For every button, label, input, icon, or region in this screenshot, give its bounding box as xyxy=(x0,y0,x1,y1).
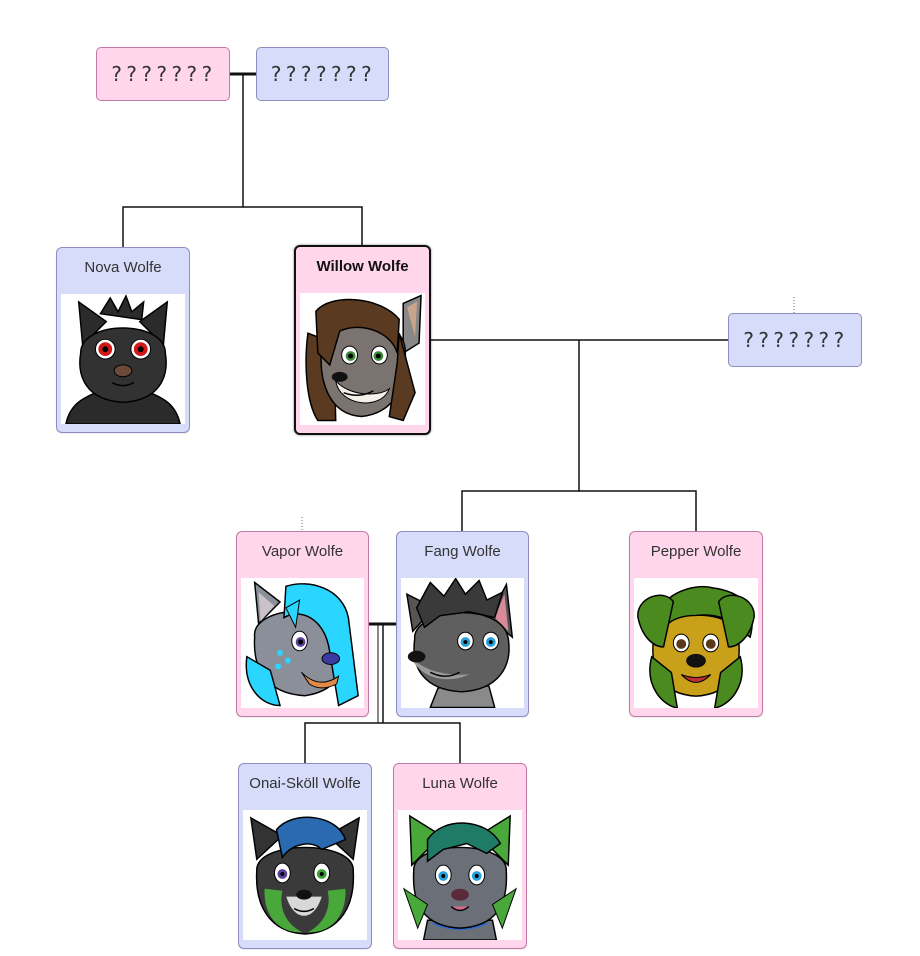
person-name: Vapor Wolfe xyxy=(261,543,344,560)
unknown-name: ??????? xyxy=(110,62,216,86)
person-name: Luna Wolfe xyxy=(422,775,498,792)
unknown-name: ??????? xyxy=(742,328,848,352)
person-name: Fang Wolfe xyxy=(424,543,501,560)
blue-haired-wolf-portrait xyxy=(243,810,367,940)
person-name: Pepper Wolfe xyxy=(650,543,742,560)
cyan-haired-wolf-portrait xyxy=(241,578,364,708)
child-line-onai-luna xyxy=(304,722,461,763)
person-name: Willow Wolfe xyxy=(316,258,409,275)
person-card-pepper[interactable]: Pepper Wolfe xyxy=(629,531,763,717)
person-card-onai-skoll[interactable]: Onai-Sköll Wolfe xyxy=(238,763,372,949)
child-line-fang xyxy=(461,340,580,531)
brown-haired-wolf-portrait xyxy=(300,293,425,425)
person-name: Onai-Sköll Wolfe xyxy=(249,775,361,792)
green-haired-wolf-portrait xyxy=(398,810,522,940)
person-card-fang[interactable]: Fang Wolfe xyxy=(396,531,529,717)
person-card-nova[interactable]: Nova Wolfe xyxy=(56,247,190,433)
unknown-partner-of-willow[interactable]: ??????? xyxy=(728,313,862,367)
unknown-name: ??????? xyxy=(269,62,376,86)
child-line-pepper xyxy=(579,490,697,531)
unknown-grandmother[interactable]: ??????? xyxy=(96,47,230,101)
person-card-luna[interactable]: Luna Wolfe xyxy=(393,763,527,949)
gray-spiky-wolf-portrait xyxy=(401,578,524,708)
black-wolf-portrait xyxy=(61,294,185,424)
unknown-grandfather[interactable]: ??????? xyxy=(256,47,389,101)
person-name: Nova Wolfe xyxy=(84,259,162,276)
person-card-willow-selected[interactable]: Willow Wolfe xyxy=(294,245,431,435)
green-yellow-dog-portrait xyxy=(634,578,758,708)
person-card-vapor[interactable]: Vapor Wolfe xyxy=(236,531,369,717)
child-line-willow xyxy=(243,206,363,247)
